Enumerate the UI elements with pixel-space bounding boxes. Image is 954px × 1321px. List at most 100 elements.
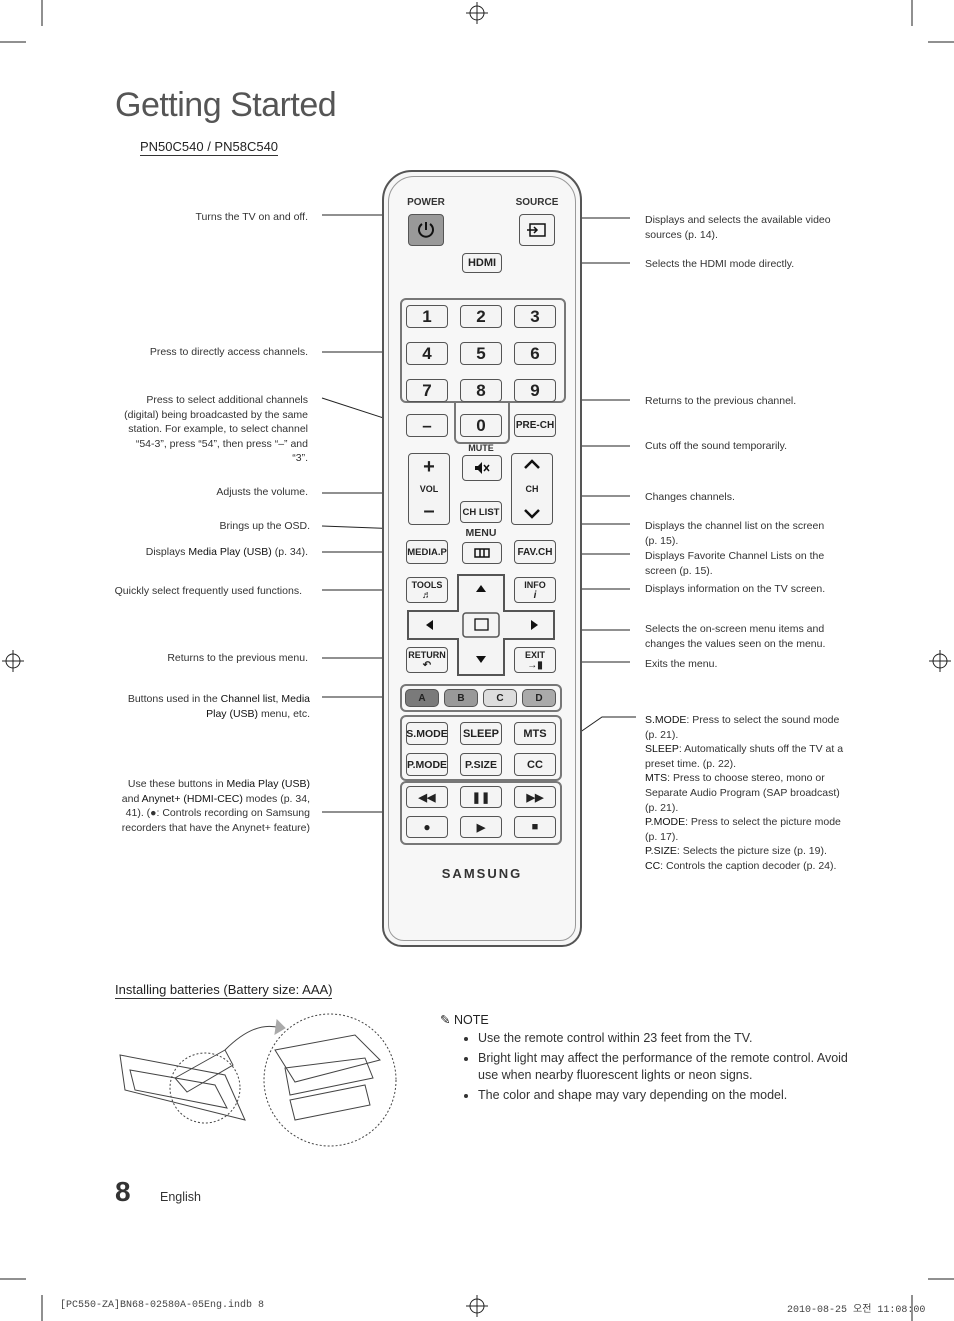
anno-abcd: Buttons used in the Channel list, Media … <box>127 693 310 720</box>
cc-button[interactable]: CC <box>514 753 556 776</box>
note-list: Use the remote control within 23 feet fr… <box>448 1030 858 1107</box>
vol-label: VOL <box>419 484 439 494</box>
hdmi-button[interactable]: HDMI <box>462 253 502 273</box>
digit-7-button[interactable]: 7 <box>406 379 448 402</box>
digit-6-button[interactable]: 6 <box>514 342 556 365</box>
enter-icon <box>474 618 489 631</box>
mts-button[interactable]: MTS <box>514 722 556 745</box>
menu-button[interactable] <box>462 542 502 564</box>
source-label: SOURCE <box>515 197 559 208</box>
nav-right-icon[interactable] <box>531 620 538 630</box>
anno-prech: Returns to the previous channel. <box>645 395 797 407</box>
page-number: 8 <box>115 1176 131 1207</box>
digit-3-button[interactable]: 3 <box>514 305 556 328</box>
anno-function-buttons: S.MODE: Press to select the sound mode (… <box>645 714 844 872</box>
pmode-button[interactable]: P.MODE <box>406 753 448 776</box>
power-label: POWER <box>407 197 445 208</box>
note-pencil-icon: ✎ <box>440 1013 451 1027</box>
anno-chlist: Displays the channel list on the screen … <box>645 520 825 547</box>
media-button-group <box>400 781 562 845</box>
digit-5-button[interactable]: 5 <box>460 342 502 365</box>
tools-label: TOOLS <box>411 579 443 590</box>
play-icon: ▶ <box>476 821 486 834</box>
digit-1-button[interactable]: 1 <box>406 305 448 328</box>
note-item: The color and shape may vary depending o… <box>478 1087 858 1104</box>
digit-0-button[interactable]: 0 <box>460 414 502 437</box>
language-label: English <box>160 1190 201 1204</box>
anno-dash: Press to select additional channels (dig… <box>124 394 308 465</box>
stop-button[interactable]: ■ <box>514 816 556 838</box>
smode-button[interactable]: S.MODE <box>406 722 448 745</box>
volume-rocker[interactable]: + VOL – <box>408 453 450 525</box>
anno-source: Displays and selects the available video… <box>645 214 831 241</box>
ch-label: CH <box>525 484 539 494</box>
psize-button[interactable]: P.SIZE <box>460 753 502 776</box>
nav-left-icon[interactable] <box>426 620 433 630</box>
menu-label: MENU <box>465 527 497 539</box>
power-icon <box>418 222 434 238</box>
anno-mediap: Displays Media Play (USB) (p. 34). <box>145 546 308 558</box>
number-pad-group <box>400 298 566 403</box>
anno-return: Returns to the previous menu. <box>167 652 308 664</box>
digit-2-button[interactable]: 2 <box>460 305 502 328</box>
channel-rocker[interactable]: CH <box>511 453 553 525</box>
note-label: NOTE <box>453 1013 489 1027</box>
channel-up-icon <box>524 459 540 469</box>
tools-button[interactable]: TOOLS♬ <box>406 577 448 603</box>
record-button[interactable]: ● <box>406 816 448 838</box>
pause-icon: ❚❚ <box>471 791 491 804</box>
chlist-button[interactable]: CH LIST <box>460 501 502 523</box>
d-button[interactable]: D <box>522 689 556 707</box>
anno-hdmi: Selects the HDMI mode directly. <box>645 258 795 270</box>
tools-icon: ♬ <box>422 589 432 601</box>
power-button[interactable] <box>408 214 444 246</box>
battery-heading: Installing batteries (Battery size: AAA) <box>115 982 333 999</box>
fast-forward-icon: ▶▶ <box>526 791 544 804</box>
nav-up-icon[interactable] <box>476 585 486 592</box>
return-button[interactable]: RETURN↶ <box>406 647 448 673</box>
exit-icon: →▮ <box>527 659 543 671</box>
mute-icon <box>475 462 490 474</box>
nav-down-icon[interactable] <box>476 656 486 663</box>
dash-button[interactable]: – <box>406 414 448 437</box>
mute-button[interactable] <box>462 455 502 481</box>
digit-4-button[interactable]: 4 <box>406 342 448 365</box>
anno-ch: Changes channels. <box>645 491 735 503</box>
return-label: RETURN <box>408 649 446 660</box>
rewind-icon: ◀◀ <box>418 791 436 804</box>
directional-pad[interactable] <box>406 573 556 677</box>
anno-favch: Displays Favorite Channel Lists on the s… <box>645 550 825 577</box>
function-button-group <box>400 715 562 781</box>
pause-button[interactable]: ❚❚ <box>460 786 502 808</box>
anno-volume: Adjusts the volume. <box>216 486 308 498</box>
samsung-logo: SAMSUNG <box>441 866 523 881</box>
info-label: INFO <box>524 579 546 590</box>
favch-button[interactable]: FAV.CH <box>514 540 556 564</box>
footer-file-info: [PC550-ZA]BN68-02580A-05Eng.indb 8 <box>60 1300 265 1311</box>
menu-icon <box>474 548 490 558</box>
channel-down-icon <box>524 509 540 519</box>
anno-info: Displays information on the TV screen. <box>645 583 826 595</box>
sleep-button[interactable]: SLEEP <box>460 722 502 745</box>
digit-8-button[interactable]: 8 <box>460 379 502 402</box>
record-icon: ● <box>423 820 431 834</box>
fast-forward-button[interactable]: ▶▶ <box>514 786 556 808</box>
exit-button[interactable]: EXIT→▮ <box>514 647 556 673</box>
digit-9-button[interactable]: 9 <box>514 379 556 402</box>
b-button[interactable]: B <box>444 689 478 707</box>
source-button[interactable] <box>519 214 555 246</box>
a-button[interactable]: A <box>405 689 439 707</box>
prech-button[interactable]: PRE-CH <box>514 414 556 437</box>
footer-timestamp: 2010-08-25 오전 11:08:00 <box>787 1305 926 1316</box>
enter-button[interactable] <box>462 612 500 638</box>
play-button[interactable]: ▶ <box>460 816 502 838</box>
c-button[interactable]: C <box>483 689 517 707</box>
mediap-button[interactable]: MEDIA.P <box>406 540 448 564</box>
exit-label: EXIT <box>524 649 545 660</box>
note-item: Bright light may affect the performance … <box>478 1050 858 1084</box>
rewind-button[interactable]: ◀◀ <box>406 786 448 808</box>
info-icon: i <box>533 589 537 601</box>
note-item: Use the remote control within 23 feet fr… <box>478 1030 858 1047</box>
